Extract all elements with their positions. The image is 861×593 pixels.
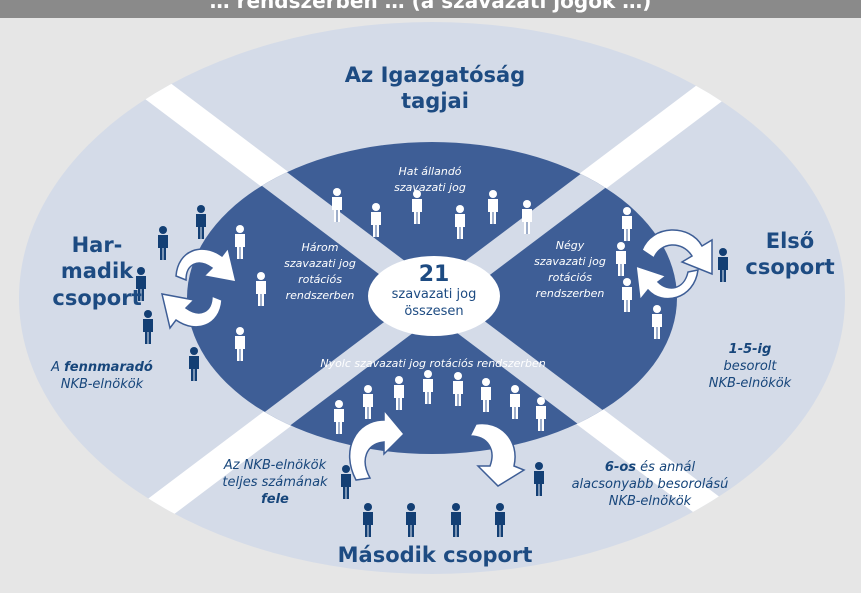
label-group-3: Har- madik csoport [52, 233, 142, 310]
group-3-description: A fennmaradó NKB-elnökök [51, 360, 153, 392]
inner-left-label: Három szavazati jog rotációs rendszerben [284, 241, 356, 302]
center-line1: szavazati jog [391, 287, 477, 303]
group-1-description: 1-5-ig besorolt NKB-elnökök [708, 342, 792, 391]
label-board-members: Az Igazgatóság tagjai [344, 63, 526, 114]
inner-right-label: Négy szavazati jog rotációs rendszerben [534, 239, 606, 300]
label-group-1: Első csoport [745, 229, 835, 280]
rotation-arrow-left [161, 246, 237, 330]
header-title: … rendszerben … (a szavazati jogok …) [209, 0, 652, 13]
center-line2: összesen [404, 304, 464, 320]
rotation-arrow-bottom [348, 407, 526, 487]
label-group-2: Második csoport [337, 543, 533, 567]
header-bar: … rendszerben … (a szavazati jogok …) [0, 0, 861, 18]
group-2-description-left: Az NKB-elnökök teljes számának fele [222, 458, 328, 507]
group-2-description-right: 6-os és annál alacsonyabb besorolású NKB… [571, 460, 729, 509]
center-number: 21 [418, 262, 450, 287]
inner-top-label: Hat állandó szavazati jog [394, 165, 466, 194]
inner-bottom-label: Nyolc szavazati jog rotációs rendszerben [320, 357, 546, 370]
center-total: 21 szavazati jog összesen [380, 262, 488, 321]
center-ellipse [368, 256, 500, 336]
rotation-arrow-right [635, 229, 713, 302]
